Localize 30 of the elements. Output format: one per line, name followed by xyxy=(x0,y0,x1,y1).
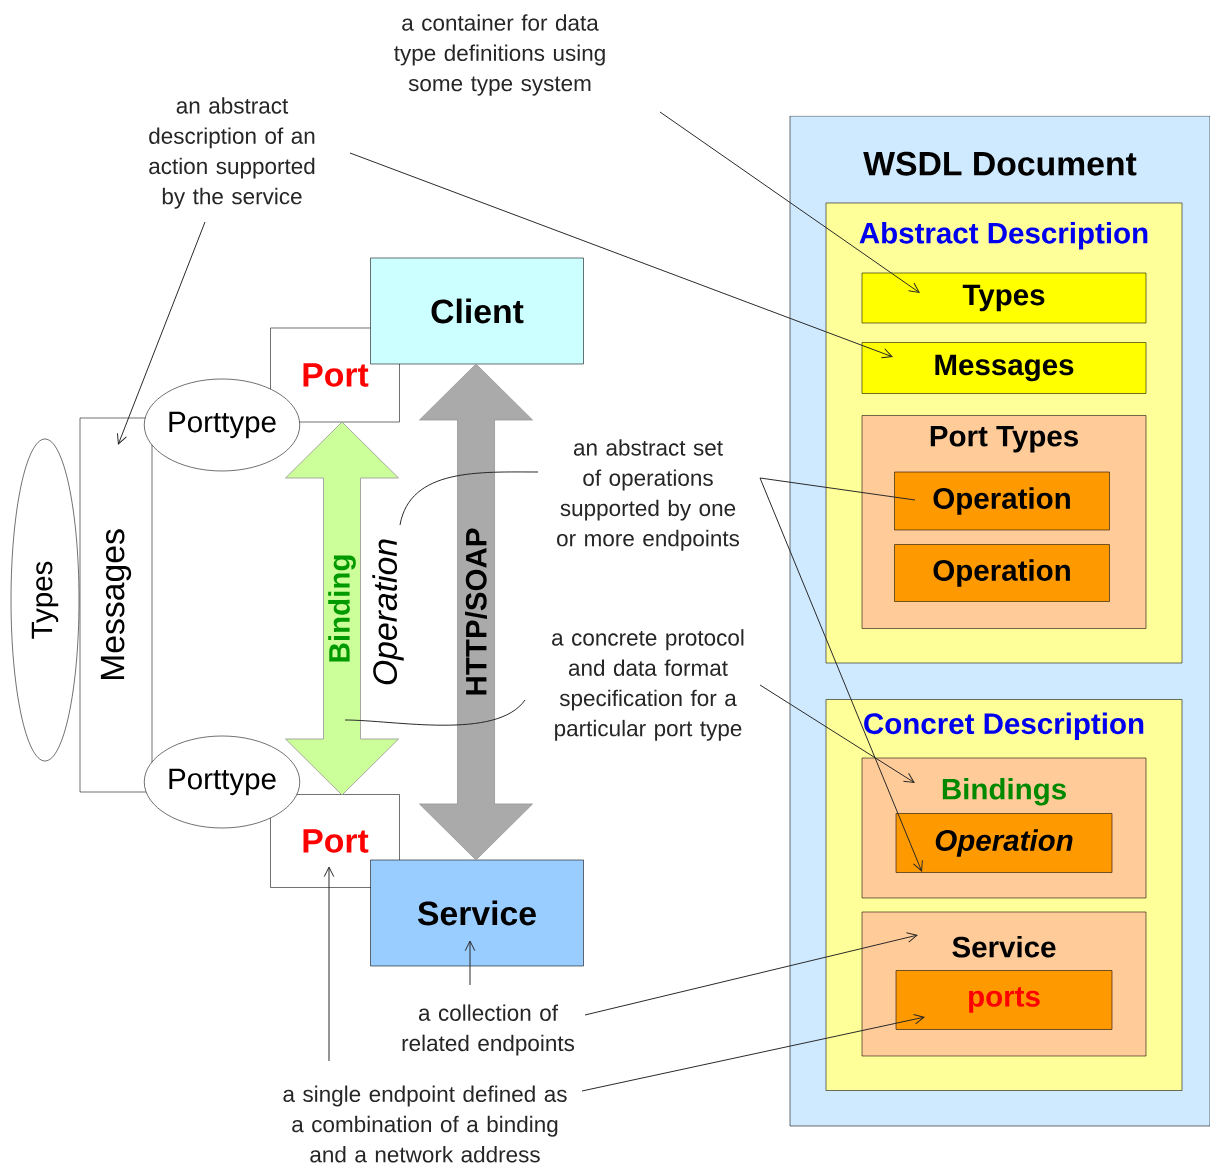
label-box: Types xyxy=(861,272,1147,324)
leader-line xyxy=(581,1014,925,1092)
rotated-label: Operation xyxy=(372,539,404,685)
annotation-text: a container for data type definitions using some type system xyxy=(394,14,605,96)
edge-label: Binding xyxy=(326,552,358,665)
edge-label: HTTP/SOAP xyxy=(463,526,489,698)
leader-line xyxy=(659,111,920,293)
annotation-text: a collection of related endpoints xyxy=(402,1004,575,1056)
leader-line xyxy=(759,477,916,501)
leader-line xyxy=(759,477,923,872)
leader-line xyxy=(116,221,206,445)
leader-line xyxy=(344,699,526,726)
leader-line xyxy=(349,152,893,359)
leader-line xyxy=(323,866,335,1062)
leader-line xyxy=(464,940,476,986)
label-box: Operation xyxy=(895,813,1113,873)
annotation-text: an abstract set of operations supported by one or more endpoints xyxy=(557,439,740,551)
leader-line xyxy=(584,932,918,1016)
leader-line xyxy=(399,471,539,526)
annotation-text: a concrete protocol and data format specification for a particular port type xyxy=(552,629,744,741)
annotation-text: a single endpoint defined as a combination of a binding and a network address xyxy=(283,1085,567,1163)
label-box: Messages xyxy=(861,342,1147,394)
annotation-text: an abstract description of an action supported by the service xyxy=(149,97,315,209)
label-box: Messages xyxy=(79,417,153,793)
label-box: Operation xyxy=(894,544,1110,602)
leader-line xyxy=(759,684,915,783)
label-box: Operation xyxy=(894,471,1110,531)
label-box: Client xyxy=(370,257,584,365)
label-box: Service xyxy=(370,859,584,967)
label-box: ports xyxy=(895,970,1113,1030)
